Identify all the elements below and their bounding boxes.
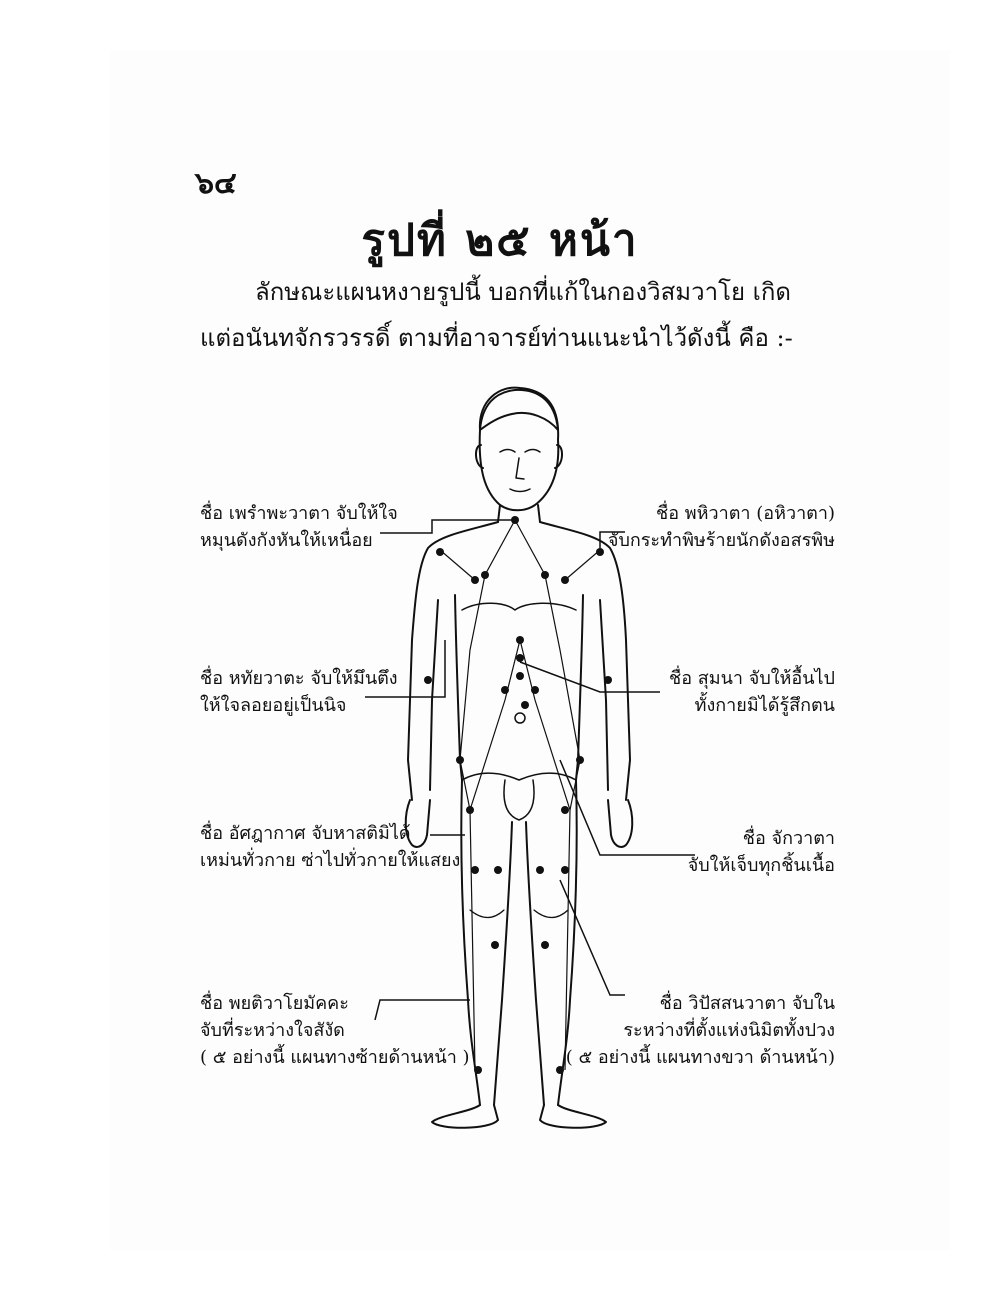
pressure-point-17	[576, 756, 584, 764]
pressure-point-11	[501, 686, 509, 694]
right-knee	[533, 909, 569, 919]
pressure-point-23	[561, 866, 569, 874]
pressure-point-15	[604, 676, 612, 684]
right-ear	[554, 444, 563, 469]
right-foot	[539, 1104, 607, 1129]
pressure-point-1	[511, 516, 519, 524]
leader-line-2	[365, 640, 446, 698]
pressure-point-24	[491, 941, 499, 949]
intro-line-1: ลักษณะแผนหงายรูปนี้ บอกที่แก้ในกองวิสมวา…	[255, 278, 791, 306]
left-torso-side	[454, 594, 463, 781]
pressure-point-12	[531, 686, 539, 694]
pressure-point-20	[471, 866, 479, 874]
pressure-point-14	[424, 676, 432, 684]
label-left-1: ชื่อ เพรำพะวาตา จับให้ใจ หมุนดังกังหันให…	[200, 503, 398, 551]
left-ear	[475, 444, 484, 469]
pressure-point-13	[521, 701, 529, 709]
pressure-point-19	[561, 806, 569, 814]
pressure-point-9	[516, 654, 524, 662]
leader-line-5	[599, 531, 625, 548]
left-knee	[469, 909, 505, 919]
chest-line	[461, 602, 577, 611]
page-number: ๖๔	[195, 166, 237, 201]
pressure-point-7	[541, 571, 549, 579]
pressure-point-26	[474, 1066, 482, 1074]
left-shoulder-arm-outer	[407, 521, 499, 801]
pressure-point-22	[536, 866, 544, 874]
hair-outline	[479, 388, 559, 431]
label-left-3: ชื่อ อัศฎากาศ จับหาสติมิได้ เหม่นทั่วกาย…	[200, 823, 461, 871]
right-eye	[524, 448, 541, 453]
navel-mark	[514, 712, 526, 724]
page-sheet	[110, 50, 950, 1250]
leader-line-4	[374, 999, 470, 1021]
mouth	[509, 488, 531, 493]
meridian-line-2	[514, 519, 581, 811]
right-leg-inner	[525, 821, 545, 1106]
pressure-point-21	[494, 866, 502, 874]
meridian-line-5	[469, 639, 521, 1071]
leader-line-1	[380, 519, 515, 534]
pressure-point-18	[466, 806, 474, 814]
head-outline	[478, 386, 560, 512]
left-hand	[404, 799, 431, 848]
nose	[515, 457, 525, 480]
meridian-line-6	[519, 639, 571, 1071]
label-right-2: ชื่อ สุมนา จับให้อื้นไป ทั้งกายมิได้รู้ส…	[669, 668, 835, 716]
pressure-point-6	[481, 571, 489, 579]
pressure-point-27	[556, 1066, 564, 1074]
pressure-point-8	[516, 636, 524, 644]
pressure-point-4	[471, 576, 479, 584]
right-arm-inner	[599, 599, 609, 791]
right-shoulder-arm-outer	[539, 521, 631, 801]
label-right-3: ชื่อ จักวาตา จับให้เจ็บทุกชิ้นเนื้อ	[687, 828, 835, 876]
label-left-2: ชื่อ หทัยวาตะ จับให้มึนตึง ให้ใจลอยอยู่เ…	[200, 668, 398, 716]
intro-line-2: แต่อนันทจักรวรรดิ์ ตามที่อาจารย์ท่านแนะน…	[200, 324, 793, 352]
left-leg-inner	[493, 821, 513, 1106]
left-eye	[499, 448, 516, 453]
leader-line-6	[519, 661, 660, 693]
pressure-point-16	[456, 756, 464, 764]
pressure-point-5	[561, 576, 569, 584]
label-right-1: ชื่อ พหิวาตา (อหิวาตา) จับกระทำพิษร้ายนั…	[607, 503, 835, 551]
right-torso-side	[575, 594, 584, 781]
left-arm-inner	[429, 599, 439, 791]
pressure-point-10	[516, 672, 524, 680]
pressure-point-3	[596, 548, 604, 556]
waist-line	[461, 772, 577, 781]
pressure-point-25	[541, 941, 549, 949]
pressure-point-2	[436, 548, 444, 556]
left-foot	[431, 1104, 499, 1129]
meridian-line-1	[459, 519, 516, 811]
right-hand	[607, 799, 634, 848]
label-left-4: ชื่อ พยติวาโยมัคคะ จับที่ระหว่างใจสังัด …	[200, 993, 470, 1068]
label-right-4: ชื่อ วิปัสสนวาตา จับใน ระหว่างที่ตั้งแห่…	[565, 993, 835, 1068]
leader-line-7	[559, 759, 695, 856]
meridian-line-3	[439, 549, 476, 581]
neck	[497, 504, 541, 523]
groin-outline	[503, 779, 535, 821]
page-title: รูปที่ ๒๕ หน้า	[361, 215, 639, 266]
meridian-line-4	[564, 549, 601, 581]
leader-line-8	[559, 879, 625, 996]
